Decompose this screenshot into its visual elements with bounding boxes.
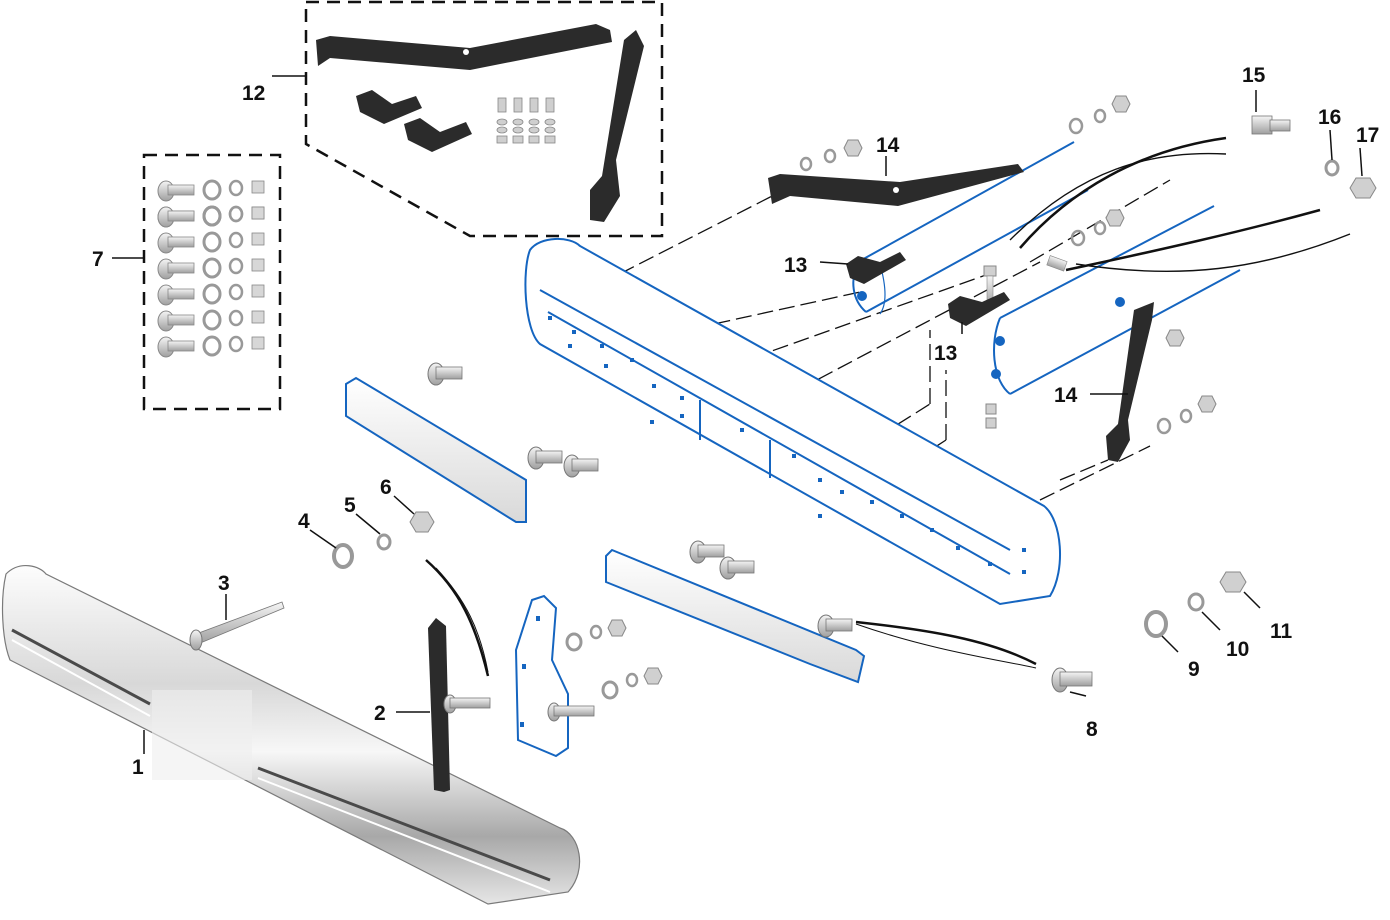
callout-14b: 14: [1054, 384, 1078, 407]
callout-13a: 13: [784, 254, 807, 277]
guard-bracket: [514, 594, 569, 758]
callout-13b: 13: [934, 342, 957, 365]
front-chrome-bumper: [1, 565, 581, 905]
frame-rails: [852, 141, 1241, 395]
callout-14a: 14: [876, 134, 900, 157]
hardware: [189, 95, 1377, 722]
callout-12: 12: [242, 82, 265, 105]
inner-bumper-outline: [524, 238, 1061, 606]
callout-7: 7: [92, 248, 104, 271]
callout-16: 16: [1318, 106, 1341, 129]
callout-1: 1: [132, 756, 144, 779]
callout-9: 9: [1188, 658, 1200, 681]
callout-10: 10: [1226, 638, 1249, 661]
callout-17: 17: [1356, 124, 1379, 147]
bolt-kit-box: [112, 153, 282, 411]
frame-curves: [425, 136, 1351, 677]
callout-5: 5: [344, 494, 356, 517]
callout-3: 3: [218, 572, 230, 595]
bracket-kit-box: [272, 0, 664, 238]
callout-2: 2: [374, 702, 386, 725]
callout-11: 11: [1270, 620, 1293, 643]
callout-4: 4: [298, 510, 310, 533]
callout-6: 6: [380, 476, 392, 499]
filler-strips: [345, 376, 866, 684]
callout-15: 15: [1242, 64, 1266, 87]
bumper-guard: [396, 618, 450, 792]
frame-brackets: [143, 90, 1363, 754]
callout-labels: 1 2 3 4 5 6 7 8 9 10 11 12 13 13 14 14 1…: [92, 64, 1379, 779]
callout-8: 8: [1086, 718, 1098, 741]
